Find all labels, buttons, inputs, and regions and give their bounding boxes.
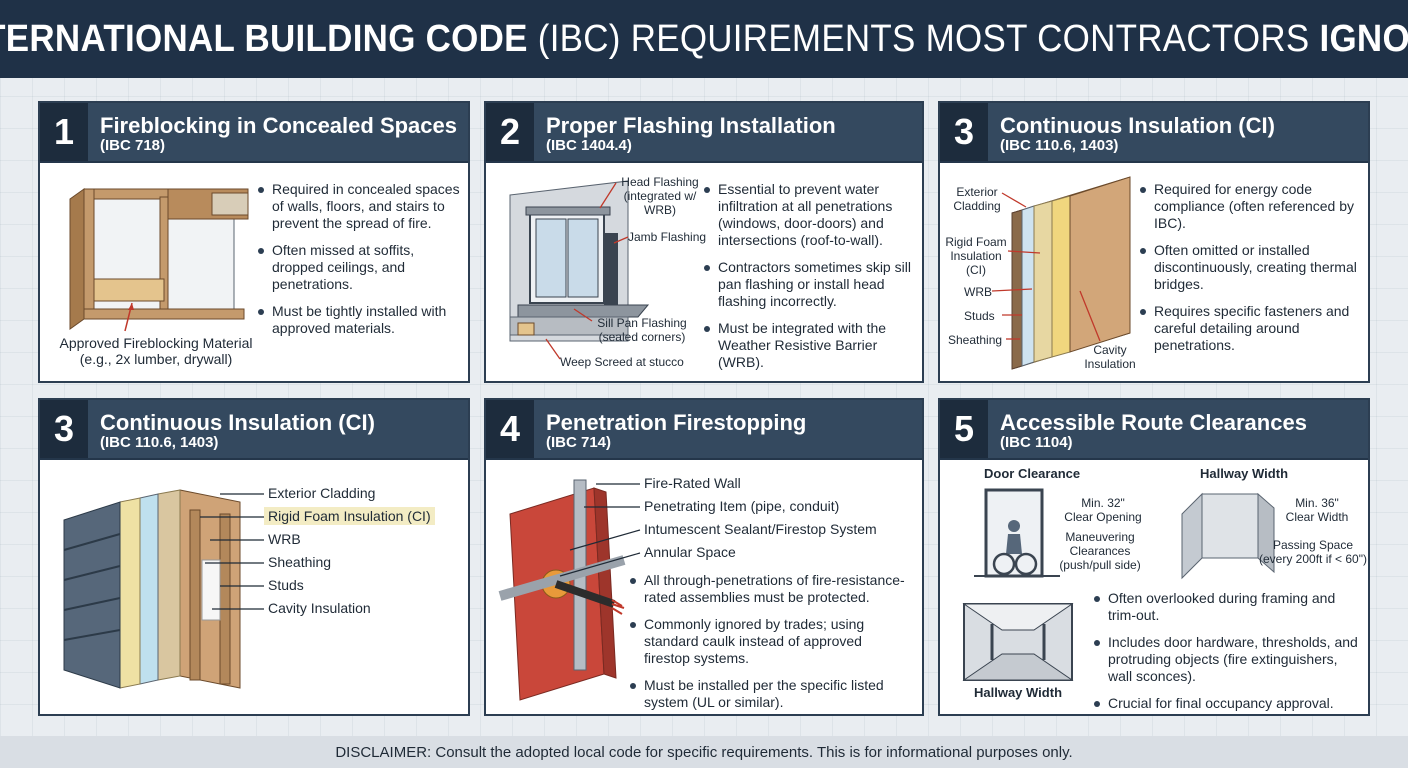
panel-code: (IBC 718) bbox=[100, 137, 166, 154]
assembly-label-studs: Studs bbox=[268, 577, 304, 593]
firestop-label-annular-space: Annular Space bbox=[644, 544, 736, 560]
door-clearance-heading: Door Clearance bbox=[984, 466, 1081, 481]
panel-code: (IBC 110.6, 1403) bbox=[1000, 137, 1119, 154]
hallway-3d-illustration bbox=[1181, 492, 1275, 580]
bullet-item: Must be integrated with the Weather Resi… bbox=[704, 320, 916, 371]
fireblocking-illustration bbox=[69, 188, 249, 332]
panel-title: Penetration Firestopping bbox=[546, 410, 807, 435]
disclaimer-footer: DISCLAIMER: Consult the adopted local co… bbox=[0, 736, 1408, 768]
assembly-label-exterior-cladding: Exterior Cladding bbox=[268, 485, 376, 501]
flashing-leaders bbox=[545, 182, 629, 360]
bullet-item: Often missed at soffits, dropped ceiling… bbox=[258, 242, 464, 293]
accessible-bullets: Often overlooked during framing and trim… bbox=[1094, 590, 1362, 722]
panel-number: 3 bbox=[940, 103, 988, 161]
hallway-width-caption: Hallway Width bbox=[974, 685, 1063, 700]
panel-header: 3 Continuous Insulation (CI) (IBC 110.6,… bbox=[940, 103, 1368, 163]
assembly-label-wrb: WRB bbox=[268, 531, 301, 547]
panel-code: (IBC 1404.4) bbox=[546, 137, 632, 154]
bullet-item: Includes door hardware, thresholds, and … bbox=[1094, 634, 1362, 685]
firestop-label-penetrating-item: Penetrating Item (pipe, conduit) bbox=[644, 498, 840, 514]
panel-header: 2 Proper Flashing Installation (IBC 1404… bbox=[486, 103, 922, 163]
wrb-label: WRB bbox=[964, 285, 992, 299]
firestop-label-fire-rated-wall: Fire-Rated Wall bbox=[644, 475, 741, 491]
min-36-label: Min. 36" Clear Width bbox=[1285, 496, 1349, 524]
panel-number: 5 bbox=[940, 400, 988, 458]
ci-assembly-leaders bbox=[200, 493, 264, 610]
disclaimer-text: DISCLAIMER: Consult the adopted local co… bbox=[335, 743, 1073, 761]
bullet-item: Crucial for final occupancy approval. bbox=[1094, 695, 1362, 712]
exterior-cladding-label: Exterior Cladding bbox=[953, 185, 1001, 213]
panel-title: Proper Flashing Installation bbox=[546, 113, 836, 138]
panel-title: Accessible Route Clearances bbox=[1000, 410, 1307, 435]
firestop-label-sealant: Intumescent Sealant/Firestop System bbox=[644, 521, 877, 537]
panel-flashing: 2 Proper Flashing Installation (IBC 1404… bbox=[484, 101, 924, 383]
panel-number: 4 bbox=[486, 400, 534, 458]
panel-continuous-insulation-top: 3 Continuous Insulation (CI) (IBC 110.6,… bbox=[938, 101, 1370, 383]
sill-pan-label: Sill Pan Flashing (sealed corners) bbox=[597, 316, 687, 344]
head-flashing-label: Head Flashing (integrated w/ WRB) bbox=[621, 175, 699, 217]
panel-title: Continuous Insulation (CI) bbox=[1000, 113, 1275, 138]
flashing-bullets: Essential to prevent water infiltration … bbox=[704, 181, 916, 381]
panel-number: 1 bbox=[40, 103, 88, 161]
jamb-flashing-label: Jamb Flashing bbox=[628, 230, 707, 244]
panel-firestopping: 4 Penetration Firestopping (IBC 714) Fir… bbox=[484, 398, 924, 716]
bullet-item: Required in concealed spaces of walls, f… bbox=[258, 181, 464, 232]
firestop-bullets: All through-penetrations of fire-resista… bbox=[630, 572, 910, 721]
panel-code: (IBC 714) bbox=[546, 434, 612, 451]
hallway-width-heading: Hallway Width bbox=[1200, 466, 1289, 481]
rigid-foam-label: Rigid Foam Insulation (CI) bbox=[945, 235, 1007, 277]
bullet-item: Essential to prevent water infiltration … bbox=[704, 181, 916, 249]
panel-header: 3 Continuous Insulation (CI) (IBC 110.6,… bbox=[40, 400, 468, 460]
maneuvering-label: Maneuvering Clearances (push/pull side) bbox=[1059, 530, 1141, 572]
bullet-item: Must be tightly installed with approved … bbox=[258, 303, 464, 337]
bullet-item: Commonly ignored by trades; using standa… bbox=[630, 616, 910, 667]
panel-code: (IBC 1104) bbox=[1000, 434, 1073, 451]
panel-header: 1 Fireblocking in Concealed Spaces (IBC … bbox=[40, 103, 468, 163]
assembly-label-rigid-foam: Rigid Foam Insulation (CI) bbox=[264, 507, 435, 525]
panel-accessible-route: 5 Accessible Route Clearances (IBC 1104)… bbox=[938, 398, 1370, 716]
ci-bullets-top: Required for energy code compliance (oft… bbox=[1140, 181, 1362, 364]
sheathing-label: Sheathing bbox=[948, 333, 1003, 347]
passing-space-label: Passing Space (every 200ft if < 60") bbox=[1259, 538, 1367, 566]
panel-continuous-insulation-bottom: 3 Continuous Insulation (CI) (IBC 110.6,… bbox=[38, 398, 470, 716]
page-header: INTERNATIONAL BUILDING CODE (IBC) REQUIR… bbox=[0, 0, 1408, 78]
firestop-leaders bbox=[559, 483, 641, 577]
panel-fireblocking: 1 Fireblocking in Concealed Spaces (IBC … bbox=[38, 101, 470, 383]
min-32-label: Min. 32" Clear Opening bbox=[1064, 496, 1142, 524]
panel-number: 2 bbox=[486, 103, 534, 161]
door-wheelchair-illustration bbox=[974, 488, 1060, 578]
cavity-insulation-label: Cavity Insulation bbox=[1084, 343, 1136, 371]
bullet-item: Requires specific fasteners and careful … bbox=[1140, 303, 1362, 354]
bullet-item: Required for energy code compliance (oft… bbox=[1140, 181, 1362, 232]
bullet-item: Often omitted or installed discontinuous… bbox=[1140, 242, 1362, 293]
ci-leaders bbox=[991, 192, 1101, 342]
assembly-label-sheathing: Sheathing bbox=[268, 554, 332, 570]
assembly-label-cavity-insulation: Cavity Insulation bbox=[268, 600, 371, 616]
panel-title: Fireblocking in Concealed Spaces bbox=[100, 113, 457, 138]
panel-header: 4 Penetration Firestopping (IBC 714) bbox=[486, 400, 922, 460]
bullet-item: Often overlooked during framing and trim… bbox=[1094, 590, 1362, 624]
bullet-item: Contractors sometimes skip sill pan flas… bbox=[704, 259, 916, 310]
firestop-illustration bbox=[498, 479, 626, 701]
panel-header: 5 Accessible Route Clearances (IBC 1104) bbox=[940, 400, 1368, 460]
studs-label: Studs bbox=[964, 309, 995, 323]
page-title: INTERNATIONAL BUILDING CODE (IBC) REQUIR… bbox=[0, 17, 1408, 60]
bullet-item: All through-penetrations of fire-resista… bbox=[630, 572, 910, 606]
panel-number: 3 bbox=[40, 400, 88, 458]
panel-code: (IBC 110.6, 1403) bbox=[100, 434, 219, 451]
weep-screed-label: Weep Screed at stucco bbox=[560, 355, 684, 369]
bullet-item: Must be installed per the specific liste… bbox=[630, 677, 910, 711]
fireblock-material-label: Approved Fireblocking Material (e.g., 2x… bbox=[59, 335, 253, 367]
flashing-illustration bbox=[509, 180, 650, 342]
panel-title: Continuous Insulation (CI) bbox=[100, 410, 375, 435]
ci-assembly-illustration bbox=[63, 489, 241, 689]
fireblocking-bullets: Required in concealed spaces of walls, f… bbox=[258, 181, 464, 347]
hallway-plan-illustration bbox=[962, 603, 1074, 681]
